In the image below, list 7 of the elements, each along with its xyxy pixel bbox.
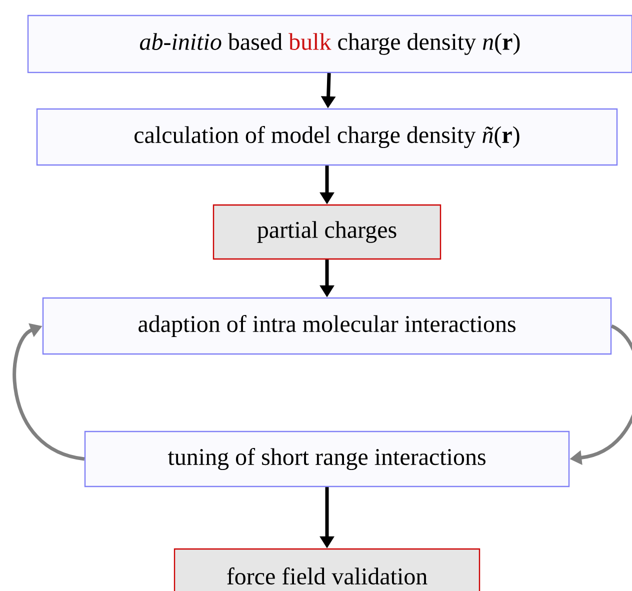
process-box: ab-initio based bulk charge density n(r) [27,14,632,74]
process-box: adaption of intra molecular interactions [42,297,612,355]
process-box: calculation of model charge density ñ(r) [36,108,618,166]
process-box: force field validation [174,548,480,591]
process-box: tuning of short range interactions [84,430,570,488]
process-box: partial charges [212,204,442,260]
arrow [12,323,85,461]
